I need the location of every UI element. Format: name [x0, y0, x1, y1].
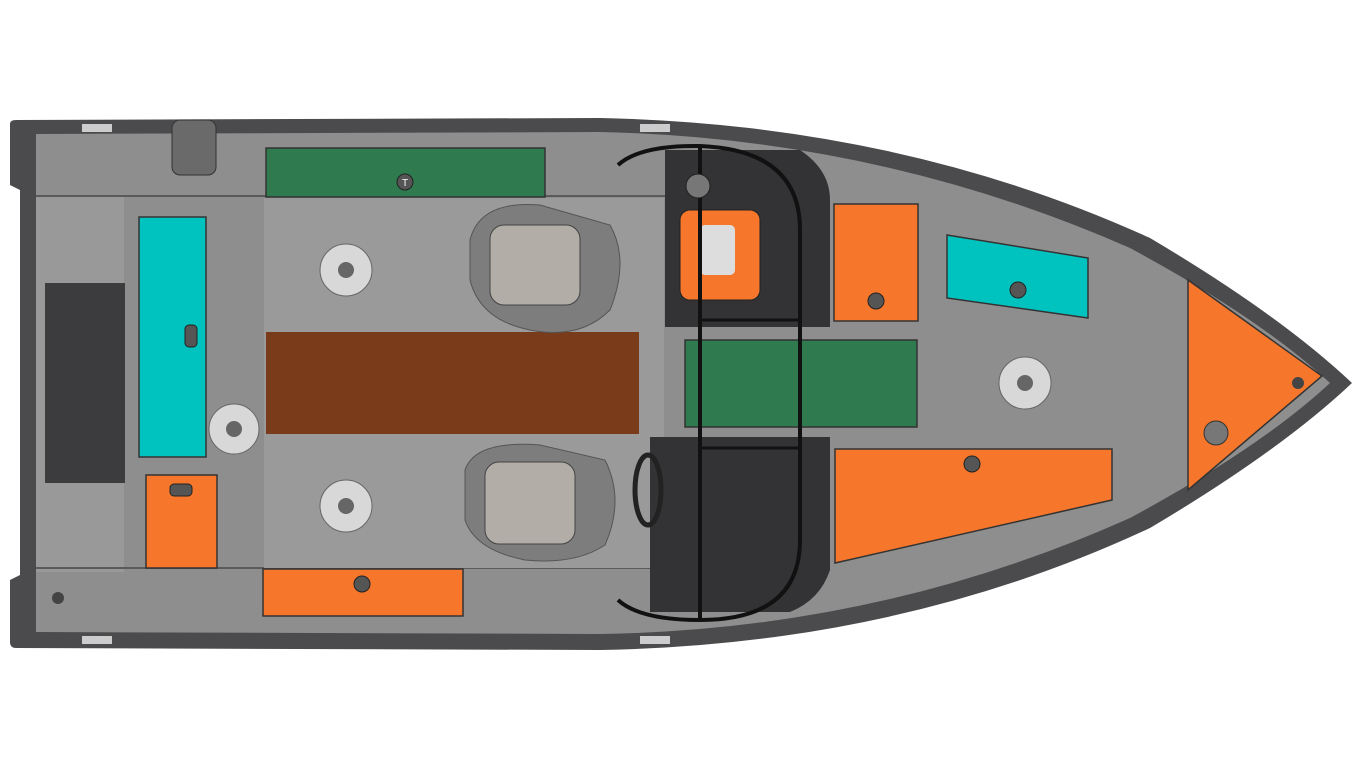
svg-text:T: T: [402, 178, 408, 189]
cleat-icon: [82, 636, 112, 644]
steering-wheel-icon[interactable]: [632, 452, 664, 528]
hatch-latch-icon[interactable]: [353, 575, 371, 593]
seat-pedestal-icon[interactable]: [998, 356, 1052, 410]
seat-pedestal-icon[interactable]: [319, 479, 373, 533]
seat-pedestal-icon[interactable]: [208, 403, 260, 455]
motor-well: [45, 283, 125, 483]
cleat-icon: [82, 124, 112, 132]
passenger-seat[interactable]: [469, 203, 621, 333]
drain-plug-icon: [1292, 377, 1304, 389]
seat-pedestal-icon[interactable]: [319, 243, 373, 297]
brown-casting-deck: [266, 332, 639, 434]
driver-seat[interactable]: [464, 443, 616, 562]
drain-plug-icon: [1203, 420, 1229, 446]
hatch-latch-icon[interactable]: T: [396, 173, 414, 191]
windshield-frame: [616, 143, 802, 623]
cup-holder-icon: [685, 173, 711, 199]
orange-rod-locker[interactable]: [834, 448, 1113, 564]
hatch-latch-icon[interactable]: [867, 292, 885, 310]
hatch-latch-icon[interactable]: [169, 483, 193, 497]
driver-console: [650, 437, 830, 612]
glovebox-window: [700, 225, 735, 275]
drain-plug-icon: [52, 592, 64, 604]
cleat-icon: [640, 636, 670, 644]
hatch-latch-icon[interactable]: [1009, 281, 1027, 299]
cleat-icon: [640, 124, 670, 132]
hatch-latch-icon[interactable]: [963, 455, 981, 473]
hatch-latch-icon[interactable]: [184, 324, 198, 348]
fuel-fill-icon: [171, 119, 217, 176]
teal-bow-livewell[interactable]: [946, 234, 1089, 319]
